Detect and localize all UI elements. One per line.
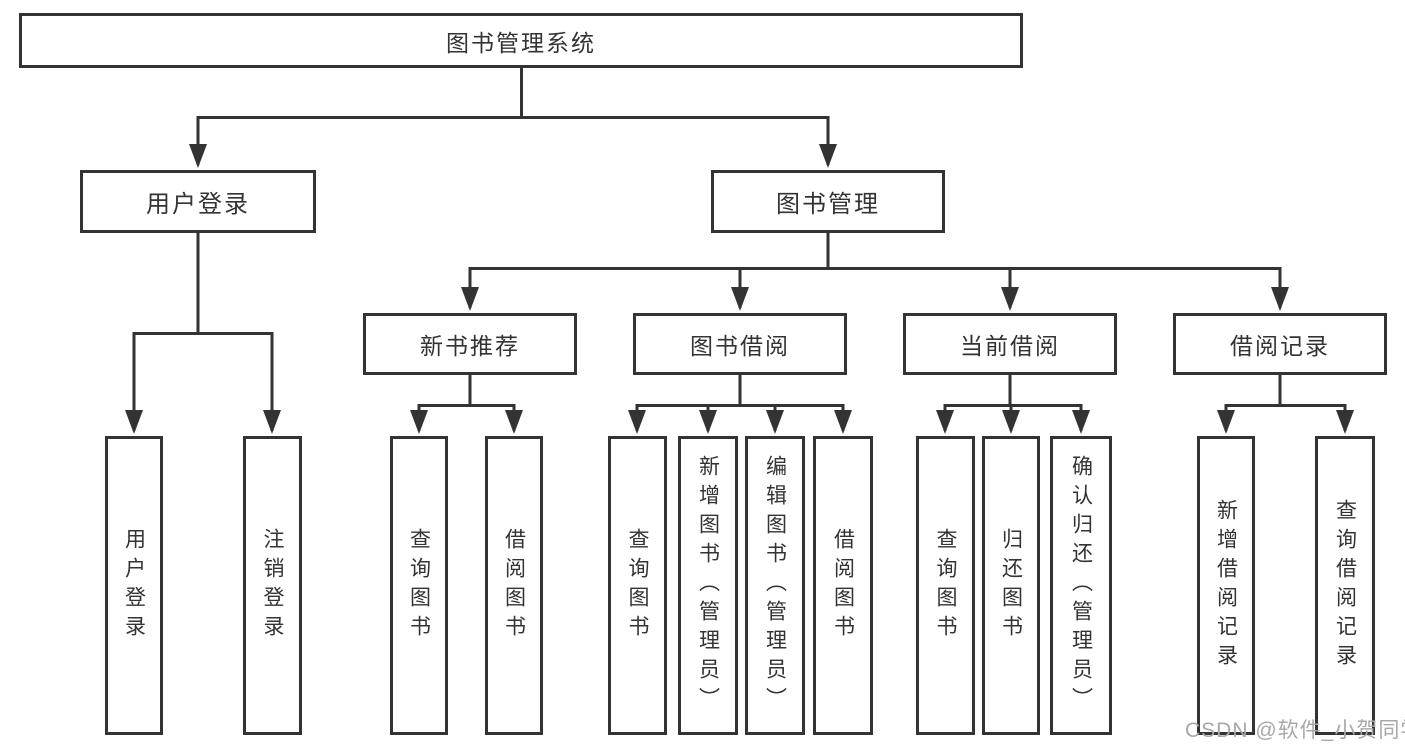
node-label: 查询图书 — [934, 527, 957, 644]
connector-book-management-children — [461, 233, 1289, 311]
node-label: 当前借阅 — [960, 333, 1060, 359]
leaf-return-books: 归还图书 — [982, 436, 1040, 735]
connector-user-login-children — [125, 233, 281, 434]
connector-root-to-level2 — [189, 68, 837, 168]
watermark: CSDN @软件_小贺同学 — [1185, 719, 1405, 742]
node-label: 新书推荐 — [420, 333, 520, 359]
node-label: 借阅图书 — [502, 527, 526, 644]
leaf-borrow-books-recommend: 借阅图书 — [485, 436, 543, 735]
node-label: 确认归还（管理员） — [1069, 455, 1093, 716]
leaf-query-books-borrowing: 查询图书 — [608, 436, 667, 735]
node-borrowing-records: 借阅记录 — [1173, 313, 1387, 375]
node-label: 借阅记录 — [1230, 333, 1330, 359]
node-label: 查询图书 — [626, 527, 649, 644]
leaf-edit-book-admin: 编辑图书（管理员） — [745, 436, 805, 735]
node-label: 用户登录 — [122, 527, 146, 644]
leaf-query-books-current: 查询图书 — [916, 436, 975, 735]
node-user-login: 用户登录 — [80, 170, 316, 233]
node-label: 图书管理 — [776, 191, 880, 218]
node-label: 编辑图书（管理员） — [763, 455, 787, 716]
connector-borrowing-records-children — [1217, 375, 1354, 434]
node-label: 图书管理系统 — [446, 29, 596, 56]
leaf-user-login: 用户登录 — [105, 436, 163, 735]
leaf-confirm-return-admin: 确认归还（管理员） — [1050, 436, 1112, 735]
node-book-management: 图书管理 — [711, 170, 945, 233]
leaf-borrow-books-borrowing: 借阅图书 — [813, 436, 873, 735]
node-label: 借阅图书 — [831, 527, 855, 644]
leaf-query-books-recommend: 查询图书 — [390, 436, 448, 735]
node-label: 新增图书（管理员） — [696, 455, 720, 716]
leaf-logout: 注销登录 — [243, 436, 302, 735]
node-current-borrowing: 当前借阅 — [903, 313, 1117, 375]
node-label: 用户登录 — [146, 191, 250, 218]
node-label: 图书借阅 — [690, 333, 790, 359]
node-label: 注销登录 — [261, 527, 284, 644]
leaf-query-borrow-record: 查询借阅记录 — [1315, 436, 1375, 735]
node-label: 查询图书 — [407, 527, 431, 644]
node-library-system: 图书管理系统 — [19, 13, 1023, 68]
node-label: 归还图书 — [999, 527, 1023, 644]
node-label: 新增借阅记录 — [1214, 498, 1238, 673]
connector-current-borrowing-children — [936, 375, 1090, 434]
leaf-add-borrow-record: 新增借阅记录 — [1197, 436, 1255, 735]
node-label: 查询借阅记录 — [1333, 498, 1357, 673]
leaf-add-book-admin: 新增图书（管理员） — [678, 436, 738, 735]
node-book-borrowing: 图书借阅 — [633, 313, 847, 375]
node-new-book-recommendation: 新书推荐 — [363, 313, 577, 375]
connector-book-borrowing-children — [628, 375, 852, 434]
connector-new-book-recommendation-children — [410, 375, 523, 434]
